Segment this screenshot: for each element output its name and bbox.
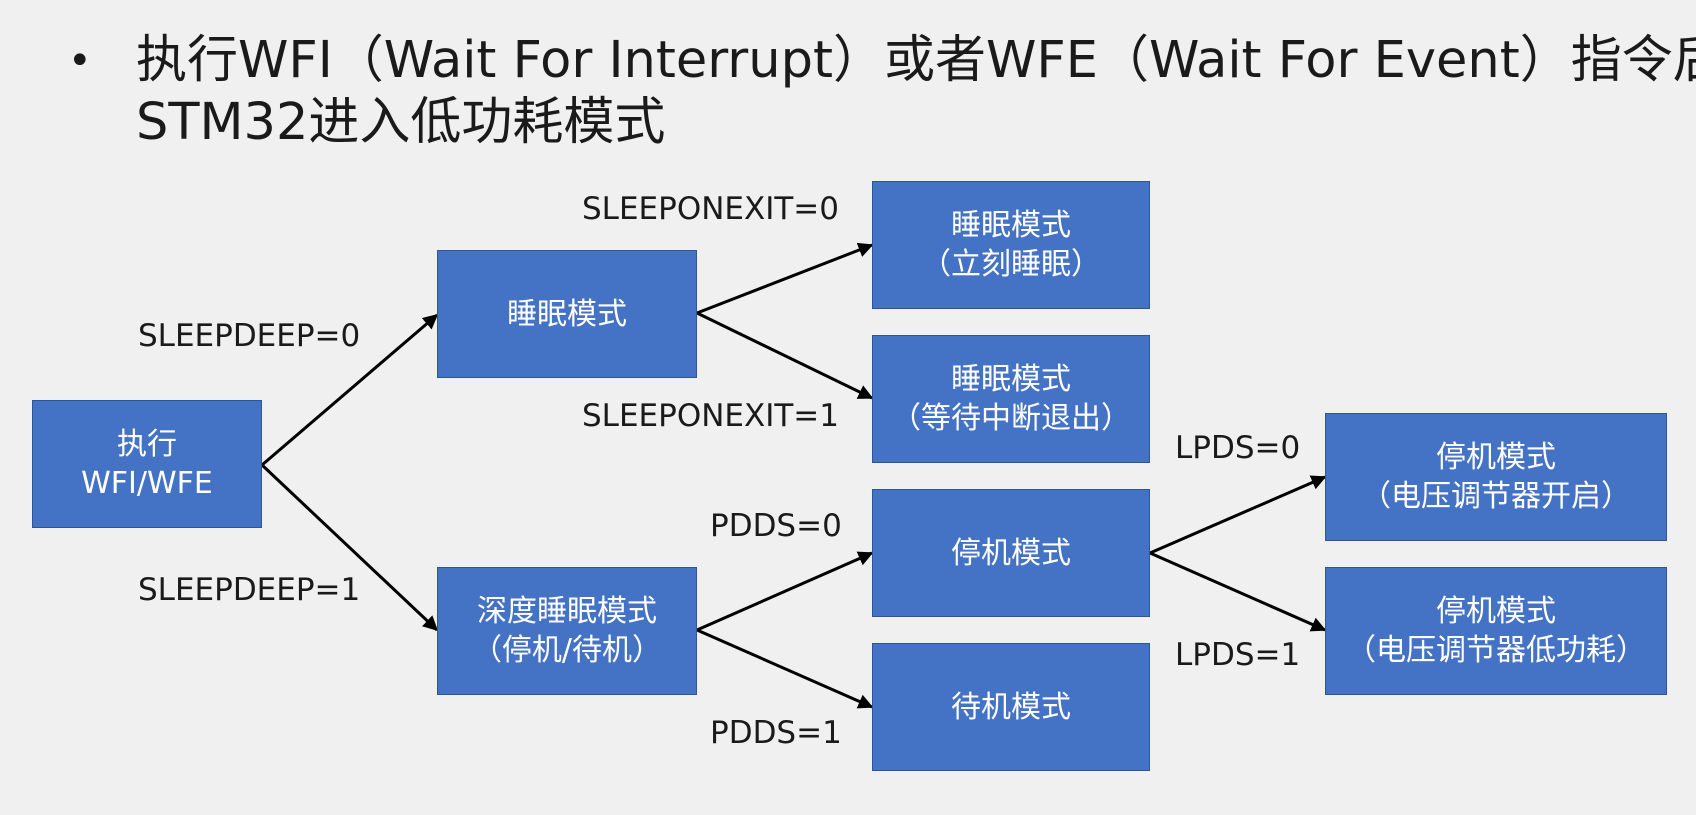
node-standby-mode: 待机模式 [872,643,1150,771]
node-sleep-now-label: 睡眠模式 [951,208,1071,243]
node-sleep-mode: 睡眠模式 [437,250,697,378]
node-sleep-now: 睡眠模式 （立刻睡眠） [872,181,1150,309]
node-sleep-on-exit: 睡眠模式 （等待中断退出） [872,335,1150,463]
arrow-deep-sleep-to-stop [696,551,874,632]
node-deep-sleep-sublabel: （停机/待机） [471,633,663,668]
heading-line-1: 执行WFI（Wait For Interrupt）或者WFE（Wait For … [136,31,1696,90]
edge-label-lpds-1: LPDS=1 [1175,637,1301,673]
arrow-sleep-to-sleep-now [696,242,874,315]
edge-label-sleepdeep-0: SLEEPDEEP=0 [138,318,361,354]
node-execute-sublabel: WFI/WFE [81,466,213,501]
edge-label-sleeponexit-1: SLEEPONEXIT=1 [582,398,840,434]
node-stop-reg-low-label: 停机模式 [1436,594,1556,629]
arrow-stop-to-reg-on [1149,475,1327,555]
node-stop-mode: 停机模式 [872,489,1150,617]
node-sleep-label: 睡眠模式 [507,296,627,332]
bullet-point: • [68,38,92,84]
arrow-exec-to-sleep [261,313,439,467]
node-stop-label: 停机模式 [951,535,1071,571]
node-deep-sleep-label: 深度睡眠模式 [477,594,657,629]
edge-label-sleeponexit-0: SLEEPONEXIT=0 [582,191,840,227]
heading-line-2: STM32进入低功耗模式 [136,93,666,152]
node-execute-label: 执行 [117,427,177,462]
node-stop-reg-on-sublabel: （电压调节器开启） [1361,479,1631,514]
node-sleep-now-sublabel: （立刻睡眠） [921,247,1101,282]
edge-label-lpds-0: LPDS=0 [1175,430,1301,466]
arrow-sleep-to-sleep-on-exit [696,311,874,400]
node-stop-reg-low-sublabel: （电压调节器低功耗） [1346,633,1646,668]
arrow-deep-sleep-to-standby [696,628,874,709]
node-sleep-on-exit-sublabel: （等待中断退出） [891,401,1131,436]
node-stop-regulator-on: 停机模式 （电压调节器开启） [1325,413,1667,541]
node-execute-wfi-wfe: 执行 WFI/WFE [32,400,262,528]
node-stop-reg-on-label: 停机模式 [1436,440,1556,475]
arrow-exec-to-deep-sleep [260,463,439,632]
node-stop-regulator-low-power: 停机模式 （电压调节器低功耗） [1325,567,1667,695]
arrow-stop-to-reg-low [1149,551,1327,632]
edge-label-pdds-1: PDDS=1 [710,715,842,751]
node-deep-sleep-mode: 深度睡眠模式 （停机/待机） [437,567,697,695]
edge-label-sleepdeep-1: SLEEPDEEP=1 [138,572,361,608]
edge-label-pdds-0: PDDS=0 [710,508,842,544]
node-standby-label: 待机模式 [951,689,1071,725]
node-sleep-on-exit-label: 睡眠模式 [951,362,1071,397]
